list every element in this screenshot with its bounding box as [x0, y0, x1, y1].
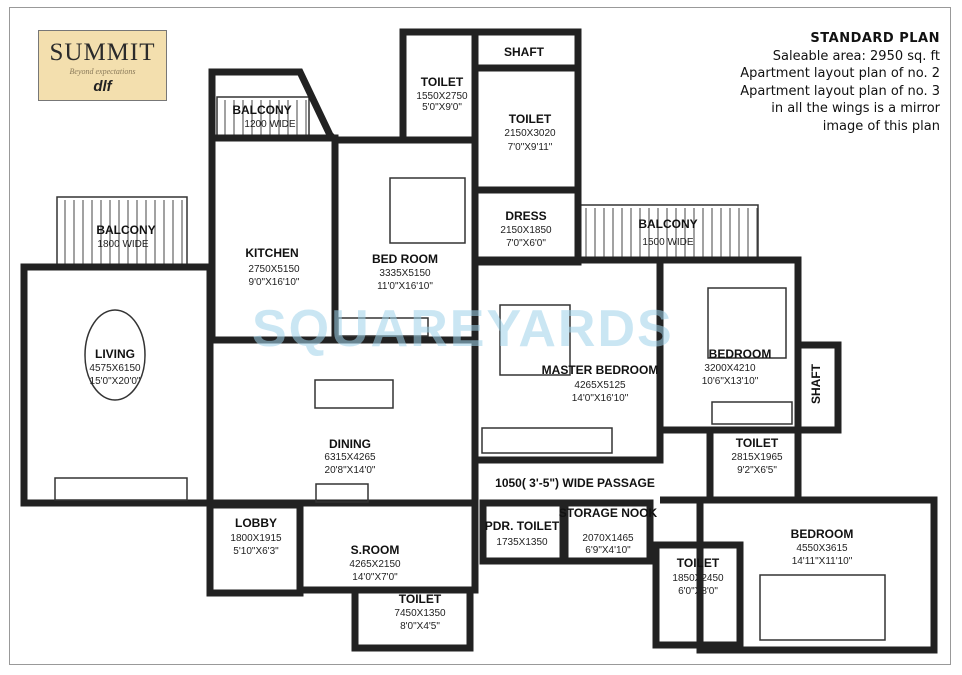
room-toilet-s-room: TOILET 7450X1350 8'0"X4'5" — [394, 592, 446, 632]
svg-text:BALCONY: BALCONY — [638, 217, 697, 231]
room-bedroom-right: BEDROOM 3200X4210 10'6"X13'10" — [702, 347, 772, 387]
room-toilet-right: TOILET 2815X1965 9'2"X6'5" — [731, 436, 783, 476]
svg-text:3335X5150: 3335X5150 — [379, 268, 431, 279]
svg-text:4575X6150: 4575X6150 — [89, 363, 141, 374]
svg-text:DINING: DINING — [329, 437, 371, 451]
svg-text:2750X5150: 2750X5150 — [248, 264, 300, 275]
svg-text:1800X1915: 1800X1915 — [230, 533, 282, 544]
plan-heading: STANDARD PLAN — [810, 31, 940, 46]
logo-brand: dlf — [93, 78, 112, 95]
room-toilet-bottom-right: TOILET 1850X2450 6'0"X8'0" — [672, 556, 724, 597]
svg-text:1550X2750: 1550X2750 — [416, 91, 468, 102]
svg-text:BEDROOM: BEDROOM — [709, 347, 772, 361]
svg-text:LIVING: LIVING — [95, 347, 135, 361]
svg-text:11'0"X16'10": 11'0"X16'10" — [377, 281, 433, 292]
svg-text:1800 WIDE: 1800 WIDE — [97, 239, 148, 250]
room-dining: DINING 6315X4265 20'8"X14'0" — [324, 437, 376, 476]
summit-logo: SUMMIT Beyond expectations dlf — [38, 30, 167, 101]
room-s-room: S.ROOM 4265X2150 14'0"X7'0" — [349, 543, 401, 583]
room-toilet-master: TOILET 2150X3020 7'0"X9'11" — [504, 112, 556, 153]
plan-info: STANDARD PLAN Saleable area: 2950 sq. ft… — [740, 30, 940, 135]
svg-text:6315X4265: 6315X4265 — [324, 452, 376, 463]
svg-text:4265X5125: 4265X5125 — [574, 380, 626, 391]
svg-text:SHAFT: SHAFT — [504, 45, 545, 59]
info-line: Saleable area: 2950 sq. ft — [772, 48, 940, 64]
room-living: LIVING 4575X6150 15'0"X20'0" — [89, 347, 141, 387]
svg-text:5'0"X9'0": 5'0"X9'0" — [422, 102, 462, 113]
svg-text:3200X4210: 3200X4210 — [704, 363, 756, 374]
svg-text:BALCONY: BALCONY — [232, 103, 291, 117]
room-shaft-right: SHAFT — [809, 363, 823, 404]
room-kitchen: KITCHEN 2750X5150 9'0"X16'10" — [245, 246, 300, 288]
info-line: Apartment layout plan of no. 2 — [740, 66, 940, 81]
svg-text:TOILET: TOILET — [421, 75, 464, 89]
watermark: SQUAREYARDS — [252, 300, 674, 358]
svg-text:9'0"X16'10": 9'0"X16'10" — [249, 277, 300, 288]
svg-text:2070X1465: 2070X1465 — [582, 533, 634, 544]
svg-text:14'11"X11'10": 14'11"X11'10" — [792, 556, 853, 567]
info-line: Apartment layout plan of no. 3 — [740, 83, 940, 99]
room-storage-nook: STORAGE NOOK 2070X1465 6'9"X4'10" — [559, 506, 658, 556]
svg-text:S.ROOM: S.ROOM — [351, 543, 400, 557]
svg-text:4550X3615: 4550X3615 — [796, 543, 848, 554]
svg-text:DRESS: DRESS — [505, 209, 546, 223]
svg-text:6'0"X8'0": 6'0"X8'0" — [678, 586, 718, 597]
svg-text:2150X3020: 2150X3020 — [504, 128, 556, 139]
room-bedroom-bottom: BEDROOM 4550X3615 14'11"X11'10" — [791, 527, 854, 567]
svg-text:BEDROOM: BEDROOM — [791, 527, 854, 541]
room-master-bedroom: MASTER BEDROOM 4265X5125 14'0"X16'10" — [542, 363, 659, 404]
svg-text:BALCONY: BALCONY — [96, 223, 155, 237]
furniture — [54, 177, 886, 641]
svg-text:7'0"X9'11": 7'0"X9'11" — [508, 142, 553, 153]
svg-text:10'6"X13'10": 10'6"X13'10" — [702, 376, 759, 387]
svg-text:7450X1350: 7450X1350 — [394, 608, 446, 619]
info-line: image of this plan — [822, 118, 940, 134]
svg-text:2815X1965: 2815X1965 — [731, 452, 783, 463]
svg-text:MASTER BEDROOM: MASTER BEDROOM — [542, 363, 659, 377]
passage-label: 1050( 3'-5") WIDE PASSAGE — [495, 476, 655, 490]
info-line: in all the wings is a mirror — [771, 101, 940, 116]
room-balcony-living: BALCONY 1800 WIDE — [96, 223, 155, 250]
svg-text:TOILET: TOILET — [736, 436, 779, 450]
room-dress: DRESS 2150X1850 7'0"X6'0" — [500, 209, 552, 249]
svg-text:1050( 3'-5") WIDE PASSAGE: 1050( 3'-5") WIDE PASSAGE — [495, 476, 655, 490]
svg-text:STORAGE NOOK: STORAGE NOOK — [559, 506, 658, 520]
svg-text:SHAFT: SHAFT — [809, 363, 823, 404]
svg-text:KITCHEN: KITCHEN — [245, 246, 298, 260]
room-toilet-top: TOILET 1550X2750 5'0"X9'0" — [416, 75, 468, 113]
room-bed-room: BED ROOM 3335X5150 11'0"X16'10" — [372, 252, 438, 292]
svg-text:4265X2150: 4265X2150 — [349, 559, 401, 570]
room-balcony-master: BALCONY 1500 WIDE — [638, 217, 697, 248]
svg-text:BED ROOM: BED ROOM — [372, 252, 438, 266]
svg-text:TOILET: TOILET — [399, 592, 442, 606]
svg-text:LOBBY: LOBBY — [235, 516, 277, 530]
svg-text:PDR. TOILET: PDR. TOILET — [485, 519, 560, 533]
svg-text:15'0"X20'0": 15'0"X20'0" — [90, 376, 141, 387]
svg-text:TOILET: TOILET — [677, 556, 720, 570]
svg-text:TOILET: TOILET — [509, 112, 552, 126]
logo-title: SUMMIT — [49, 39, 156, 66]
logo-tagline: Beyond expectations — [69, 67, 136, 76]
svg-text:8'0"X4'5": 8'0"X4'5" — [400, 621, 440, 632]
room-lobby: LOBBY 1800X1915 5'10"X6'3" — [230, 516, 282, 557]
balcony-hatching — [64, 100, 758, 264]
svg-text:1200 WIDE: 1200 WIDE — [244, 119, 295, 130]
svg-text:5'10"X6'3": 5'10"X6'3" — [233, 546, 279, 557]
svg-text:14'0"X7'0": 14'0"X7'0" — [352, 572, 398, 583]
svg-text:6'9"X4'10": 6'9"X4'10" — [585, 545, 631, 556]
svg-text:1850X2450: 1850X2450 — [672, 573, 724, 584]
svg-text:2150X1850: 2150X1850 — [500, 225, 552, 236]
room-balcony-kitchen: BALCONY 1200 WIDE — [232, 103, 296, 130]
svg-text:20'8"X14'0": 20'8"X14'0" — [325, 465, 376, 476]
walls — [20, 28, 938, 654]
svg-text:1735X1350: 1735X1350 — [496, 537, 548, 548]
room-pdr-toilet: PDR. TOILET 1735X1350 — [485, 519, 560, 548]
svg-text:7'0"X6'0": 7'0"X6'0" — [506, 238, 546, 249]
svg-text:1500 WIDE: 1500 WIDE — [642, 237, 693, 248]
svg-text:14'0"X16'10": 14'0"X16'10" — [572, 393, 629, 404]
svg-text:9'2"X6'5": 9'2"X6'5" — [737, 465, 777, 476]
plan-frame — [9, 7, 951, 665]
room-shaft-top: SHAFT — [504, 45, 545, 59]
